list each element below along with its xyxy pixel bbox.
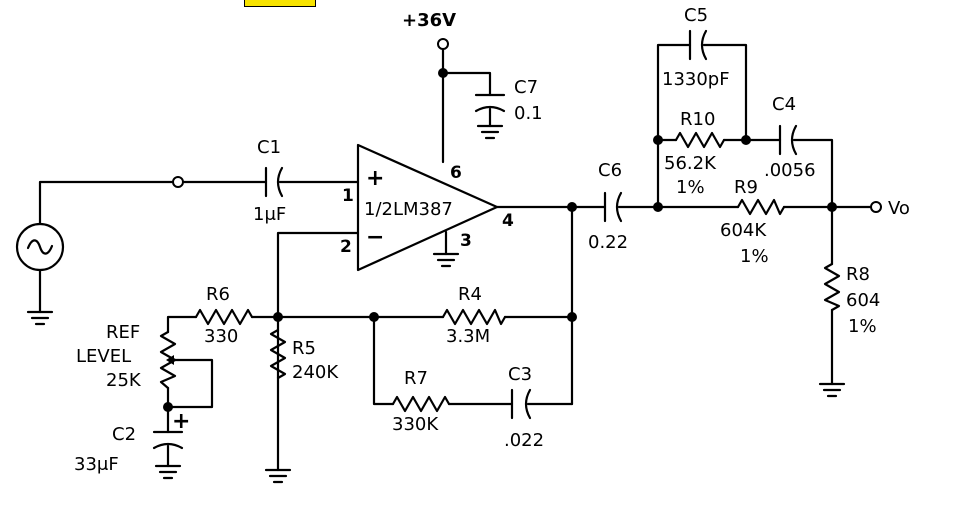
r4-ref: R4 (458, 284, 482, 305)
r9-ref: R9 (734, 177, 758, 198)
r4-value: 3.3M (446, 326, 490, 347)
r6-value: 330 (204, 326, 238, 347)
c7-value: 0.1 (514, 103, 543, 124)
opamp-pin-6: 6 (450, 163, 462, 183)
c2-value: 33μF (74, 454, 119, 475)
capacitor-c4-icon (778, 124, 798, 156)
capacitor-c3-icon (510, 388, 532, 420)
resistor-r9-icon (736, 198, 786, 216)
ground-icon (432, 252, 460, 268)
ground-icon (264, 468, 292, 484)
resistor-r8-icon (823, 262, 841, 312)
capacitor-c6-icon (603, 191, 623, 223)
opamp-minus-sign: − (366, 225, 384, 250)
ground-icon (818, 382, 846, 398)
pot-value: 25K (106, 370, 142, 391)
r10-value: 56.2K (664, 153, 717, 174)
c1-value: 1μF (253, 204, 286, 225)
ground-icon (26, 310, 54, 326)
capacitor-c7-icon (474, 93, 506, 113)
c2-polarity: + (172, 409, 190, 434)
opamp-pin-2: 2 (340, 237, 352, 257)
c6-ref: C6 (598, 160, 622, 181)
ground-icon (476, 124, 504, 140)
r10-tolerance: 1% (676, 177, 705, 198)
r8-value: 604 (846, 290, 880, 311)
r7-ref: R7 (404, 368, 428, 389)
r8-tolerance: 1% (848, 316, 877, 337)
resistor-r6-icon (194, 308, 254, 326)
pot-label-line2: LEVEL (76, 346, 131, 367)
c4-value: .0056 (764, 160, 816, 181)
wires (38, 43, 872, 472)
resistor-r4-icon (441, 308, 507, 326)
r5-value: 240K (292, 362, 339, 383)
r9-tolerance: 1% (740, 246, 769, 267)
opamp-plus-sign: + (366, 166, 384, 191)
c1-ref: C1 (257, 137, 281, 158)
resistor-r10-icon (674, 131, 726, 149)
supply-terminal (437, 38, 449, 50)
opamp-pin-1: 1 (342, 186, 354, 206)
potentiometer-icon (159, 330, 180, 390)
c4-ref: C4 (772, 94, 796, 115)
c3-ref: C3 (508, 364, 532, 385)
supply-label: +36V (402, 10, 456, 31)
c2-ref: C2 (112, 424, 136, 445)
c3-value: .022 (504, 430, 544, 451)
opamp-pin-3: 3 (460, 231, 472, 251)
input-terminal (172, 176, 184, 188)
r7-value: 330K (392, 414, 439, 435)
c5-ref: C5 (684, 5, 708, 26)
c7-ref: C7 (514, 77, 538, 98)
output-terminal (870, 201, 882, 213)
opamp-pin-4: 4 (502, 211, 514, 231)
top-highlight-tab (244, 0, 316, 7)
output-label: Vo (888, 198, 910, 219)
opamp-triangle (356, 143, 499, 272)
r10-ref: R10 (680, 109, 715, 130)
resistor-r5-icon (269, 328, 287, 380)
ac-source-icon (15, 222, 65, 272)
junction-dots (163, 68, 837, 412)
c5-value: 1330pF (662, 69, 730, 90)
ground-icon (154, 464, 182, 480)
r8-ref: R8 (846, 264, 870, 285)
r5-ref: R5 (292, 338, 316, 359)
resistor-r7-icon (391, 395, 451, 413)
r6-ref: R6 (206, 284, 230, 305)
r9-value: 604K (720, 220, 767, 241)
pot-label-line1: REF (106, 322, 140, 343)
capacitor-c5-icon (688, 29, 708, 61)
opamp-name: 1/2LM387 (364, 199, 453, 220)
capacitor-c1-icon (264, 166, 284, 198)
capacitor-c2-icon (152, 430, 184, 450)
c6-value: 0.22 (588, 232, 628, 253)
